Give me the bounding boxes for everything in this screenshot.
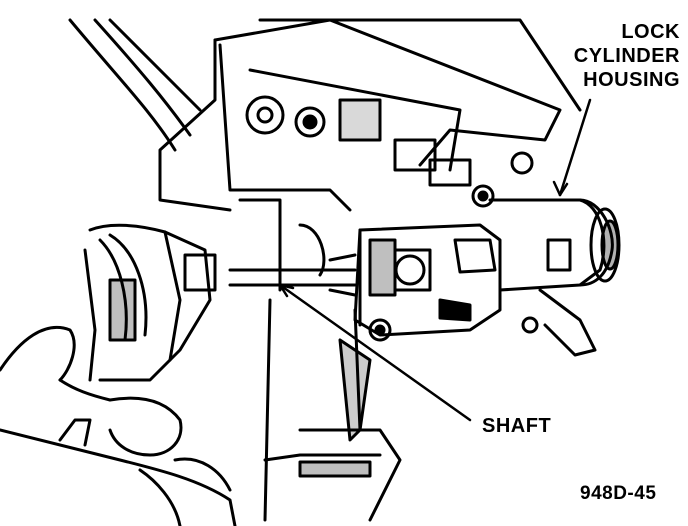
- upper-bracket: [158, 18, 582, 212]
- hand: [0, 325, 237, 526]
- lock-cylinder-housing-label: LOCK CYLINDER HOUSING: [568, 20, 680, 92]
- shaft-leader: [278, 283, 472, 422]
- switch-module: [353, 223, 502, 342]
- label-line-lock: LOCK: [621, 21, 680, 43]
- label-line-cylinder: CYLINDER: [573, 45, 680, 67]
- shaft-label: SHAFT: [482, 415, 552, 437]
- leader-lines: [278, 98, 592, 422]
- lower-column: [263, 298, 402, 522]
- label-line-housing: HOUSING: [583, 69, 680, 91]
- bracket-bolts: [245, 95, 534, 208]
- column-tube: [68, 18, 202, 152]
- lock-housing-leader: [558, 98, 592, 197]
- lock-cylinder-housing: [488, 198, 621, 357]
- lock-housing-arrowhead: [552, 180, 569, 197]
- figure-id: 948D-45: [580, 483, 657, 504]
- removed-switch-component: [83, 223, 217, 382]
- shaft-arrowhead: [278, 283, 295, 298]
- shaft: [228, 198, 357, 297]
